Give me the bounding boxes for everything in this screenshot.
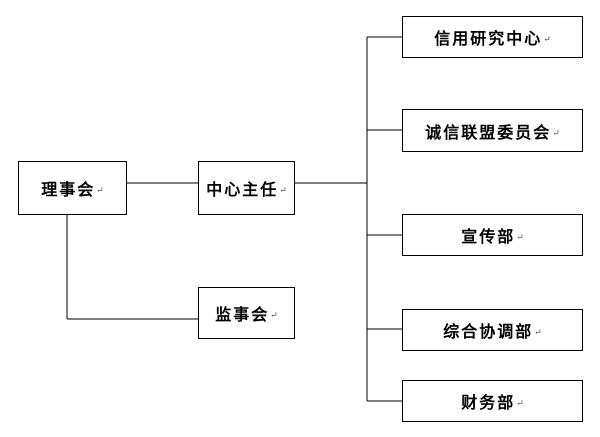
node-director: 中心主任↵ xyxy=(198,161,295,215)
node-integrity-union-label: 诚信联盟委员会 xyxy=(425,122,552,142)
node-credit-research-label: 信用研究中心 xyxy=(434,29,543,48)
paragraph-mark-icon: ↵ xyxy=(279,186,287,196)
node-director-label: 中心主任 xyxy=(206,180,279,199)
node-publicity-label: 宣传部 xyxy=(461,227,516,246)
paragraph-mark-icon: ↵ xyxy=(543,35,551,45)
node-supervisors-label: 监事会 xyxy=(215,305,270,324)
paragraph-mark-icon: ↵ xyxy=(534,328,542,338)
paragraph-mark-icon: ↵ xyxy=(270,311,278,321)
paragraph-mark-icon: ↵ xyxy=(516,399,524,409)
paragraph-mark-icon: ↵ xyxy=(516,233,524,243)
node-integrity-union: 诚信联盟委员会↵ xyxy=(402,109,583,152)
paragraph-mark-icon: ↵ xyxy=(96,186,104,196)
node-supervisors: 监事会↵ xyxy=(198,287,295,339)
paragraph-mark-icon: ↵ xyxy=(552,128,560,139)
node-publicity: 宣传部↵ xyxy=(402,214,583,256)
node-coordination-label: 综合协调部 xyxy=(443,322,534,341)
node-board-label: 理事会 xyxy=(41,180,96,199)
node-board: 理事会↵ xyxy=(18,161,127,215)
node-coordination: 综合协调部↵ xyxy=(402,309,583,351)
node-finance: 财务部↵ xyxy=(402,380,583,422)
node-credit-research: 信用研究中心↵ xyxy=(402,16,583,58)
node-finance-label: 财务部 xyxy=(461,393,516,412)
